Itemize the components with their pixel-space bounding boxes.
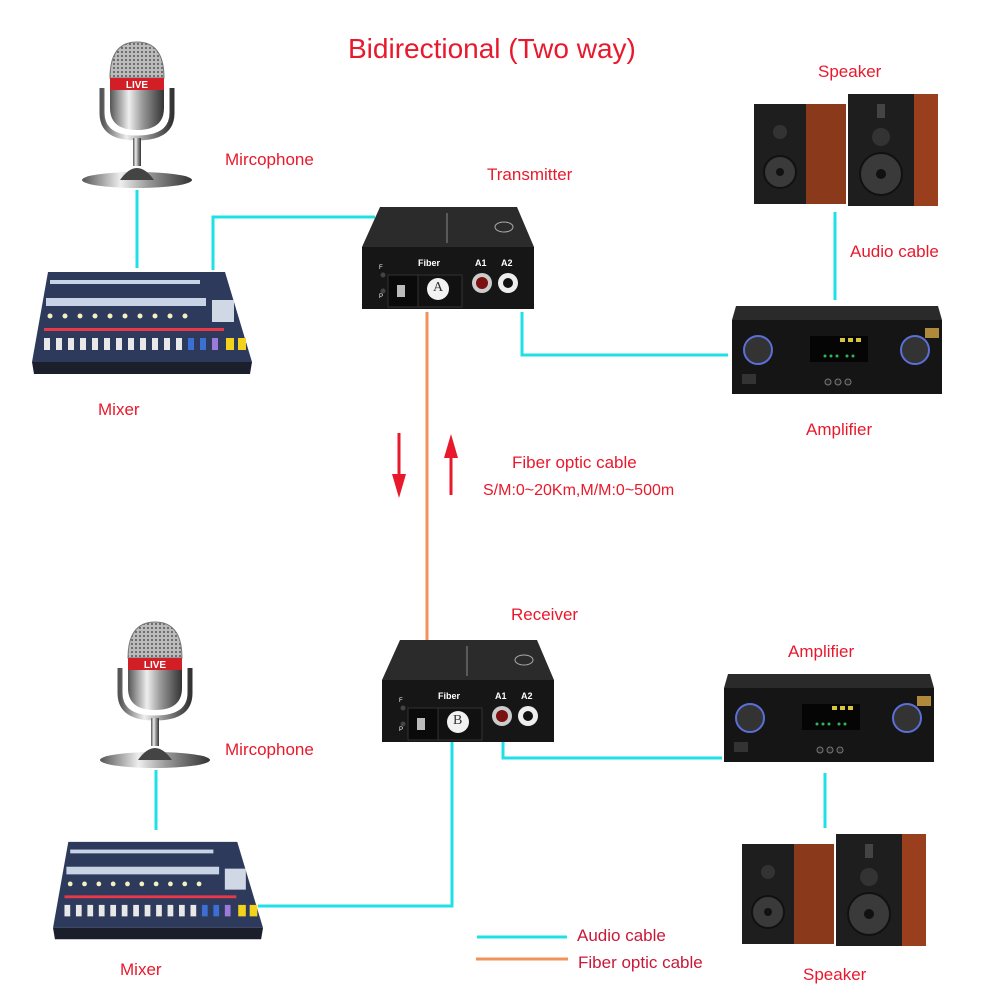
- transmitter-device: Fiber A1 A2 F P A: [362, 205, 535, 311]
- bottom-mixer-label: Mixer: [120, 960, 162, 979]
- transmitter-label: Transmitter: [487, 165, 573, 184]
- fiber-cable-spec: S/M:0~20Km,M/M:0~500m: [483, 482, 675, 499]
- receiver-unit-letter: B: [453, 713, 463, 728]
- arrow-up-icon: [444, 434, 458, 495]
- legend-fiber-label: Fiber optic cable: [578, 953, 703, 972]
- bottom-amplifier-label: Amplifier: [788, 642, 855, 661]
- transmitter-led-f-label: F: [379, 265, 383, 271]
- mixer-icon: [53, 841, 264, 940]
- top-audio-cable-label: Audio cable: [850, 242, 939, 261]
- live-badge: LIVE: [144, 660, 167, 671]
- transmitter-port-fiber-label: Fiber: [418, 258, 441, 268]
- receiver-body-icon: [382, 640, 554, 742]
- top-microphone-label: Mircophone: [225, 150, 314, 169]
- receiver-port-a1-label: A1: [495, 691, 507, 701]
- receiver-led-f-label: F: [399, 698, 403, 704]
- receiver-led-p-label: P: [399, 727, 404, 733]
- top-amplifier-label: Amplifier: [806, 420, 873, 439]
- audio-cable-mixer-receiver: [258, 742, 454, 908]
- transmitter-unit-letter: A: [433, 280, 444, 295]
- amplifier-icon: [724, 674, 934, 762]
- speaker-icon: [742, 834, 926, 946]
- receiver-label: Receiver: [511, 605, 579, 624]
- audio-cable-receiver-amplifier: [501, 742, 722, 760]
- diagram-title: Bidirectional (Two way): [348, 33, 636, 64]
- audio-cable-transmitter-amplifier: [520, 312, 728, 357]
- arrow-down-icon: [392, 433, 406, 498]
- legend-audio-label: Audio cable: [577, 926, 666, 945]
- audio-cable-mixer-transmitter: [211, 215, 375, 270]
- microphone-icon: LIVE: [82, 41, 192, 188]
- transmitter-led-p-label: P: [379, 294, 384, 300]
- mixer-icon: [32, 272, 252, 374]
- receiver-port-fiber-label: Fiber: [438, 691, 461, 701]
- transmitter-port-a2-label: A2: [501, 258, 513, 268]
- bottom-microphone-label: Mircophone: [225, 740, 314, 759]
- amplifier-icon: [732, 306, 942, 394]
- speaker-icon: [754, 94, 938, 206]
- bottom-speaker-label: Speaker: [803, 965, 867, 984]
- live-badge: LIVE: [126, 80, 149, 91]
- receiver-port-a2-label: A2: [521, 691, 533, 701]
- top-mixer-label: Mixer: [98, 400, 140, 419]
- microphone-icon: LIVE: [100, 621, 210, 768]
- top-speaker-label: Speaker: [818, 62, 882, 81]
- fiber-cable-label: Fiber optic cable: [512, 453, 637, 472]
- transmitter-body-icon: [362, 207, 534, 309]
- transmitter-port-a1-label: A1: [475, 258, 487, 268]
- receiver-device: Fiber A1 A2 F P B: [382, 638, 555, 744]
